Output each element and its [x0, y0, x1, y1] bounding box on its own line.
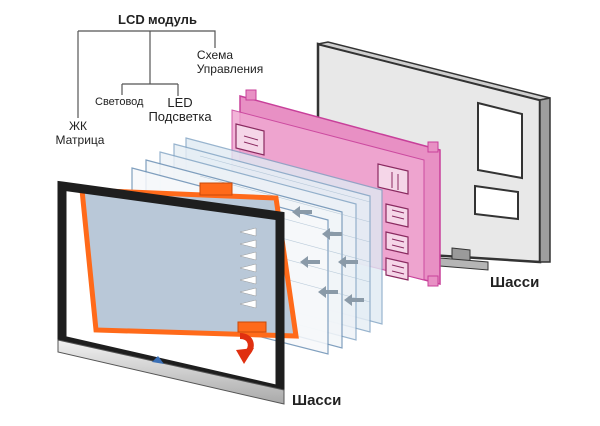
- label-matrix-1: ЖК: [69, 119, 87, 133]
- label-module: модуль: [148, 12, 197, 27]
- label-matrix-2: Матрица: [56, 133, 105, 147]
- label-chassis-back: Шасси: [490, 274, 539, 291]
- label-chassis-front: Шасси: [292, 392, 341, 409]
- labels: LCD модуль Схема Управления Световод LED…: [56, 12, 540, 409]
- label-control-2: Управления: [197, 62, 264, 76]
- lcd-matrix: [79, 182, 299, 339]
- label-leader-lines: [77, 30, 216, 118]
- assembly-arrow: [236, 333, 254, 364]
- label-led-2: Подсветка: [148, 109, 212, 124]
- label-led-1: LED: [167, 95, 192, 110]
- front-chassis: [57, 180, 285, 405]
- label-lightguide: Световод: [95, 96, 144, 108]
- label-control-1: Схема: [197, 48, 233, 62]
- label-lcd: LCD: [118, 12, 145, 27]
